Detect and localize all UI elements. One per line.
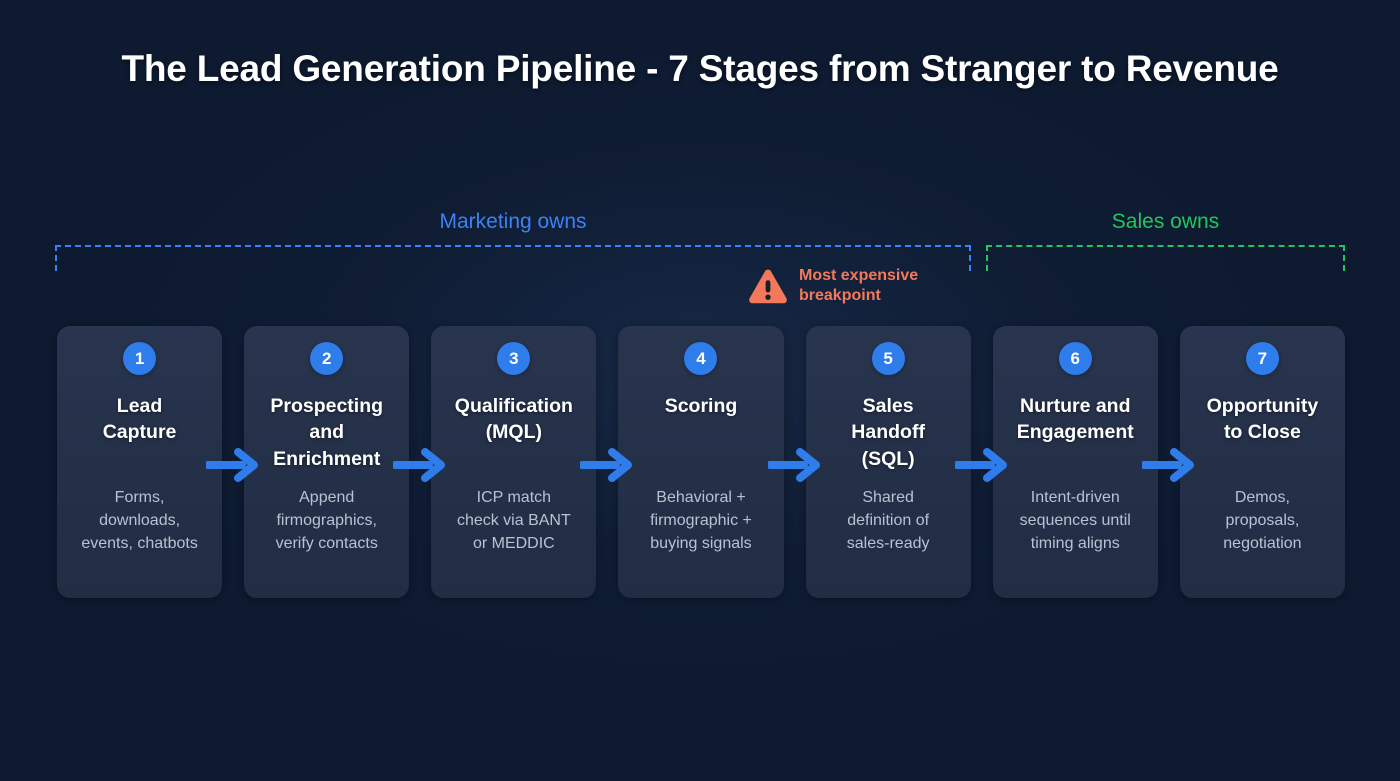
stage-number-badge: 1 — [123, 342, 157, 375]
stage-description: Append firmographics, verify contacts — [275, 489, 378, 553]
stage-number-badge: 4 — [684, 342, 718, 375]
ownership-label-marketing: Marketing owns — [439, 210, 587, 233]
warning-triangle-icon — [749, 269, 787, 303]
stage-title: Prospecting and Enrichment — [270, 395, 384, 470]
breakpoint-text: Most expensive breakpoint — [799, 267, 919, 305]
ownership-bracket-sales — [986, 245, 1345, 271]
stage-title: Lead Capture — [102, 395, 177, 444]
ownership-bracket-marketing — [55, 245, 971, 271]
stage-title: Nurture and Engagement — [1016, 395, 1134, 444]
stage-title: Sales Handoff (SQL) — [851, 395, 925, 470]
stage-title: Qualification (MQL) — [454, 395, 573, 444]
stage-number-badge: 6 — [1058, 342, 1092, 375]
stage-number-badge: 7 — [1245, 342, 1279, 375]
stage-title: Scoring — [664, 395, 738, 417]
breakpoint-callout: Most expensive breakpoint — [748, 266, 918, 306]
stage-description: Forms, downloads, events, chatbots — [81, 489, 198, 553]
stage-description: ICP match check via BANT or MEDDIC — [456, 489, 571, 553]
ownership-label-sales: Sales owns — [1111, 210, 1220, 233]
stage-description: Intent-driven sequences until timing ali… — [1019, 489, 1131, 553]
stage-title: Opportunity to Close — [1206, 395, 1319, 444]
stage-number-badge: 5 — [871, 342, 905, 375]
stage-description: Shared definition of sales-ready — [846, 489, 930, 553]
stage-description: Behavioral + firmographic + buying signa… — [650, 489, 752, 553]
stage-number-badge: 2 — [310, 342, 344, 375]
page-title: The Lead Generation Pipeline - 7 Stages … — [121, 48, 1279, 89]
stage-description: Demos, proposals, negotiation — [1223, 489, 1302, 553]
stage-number-badge: 3 — [497, 342, 531, 375]
